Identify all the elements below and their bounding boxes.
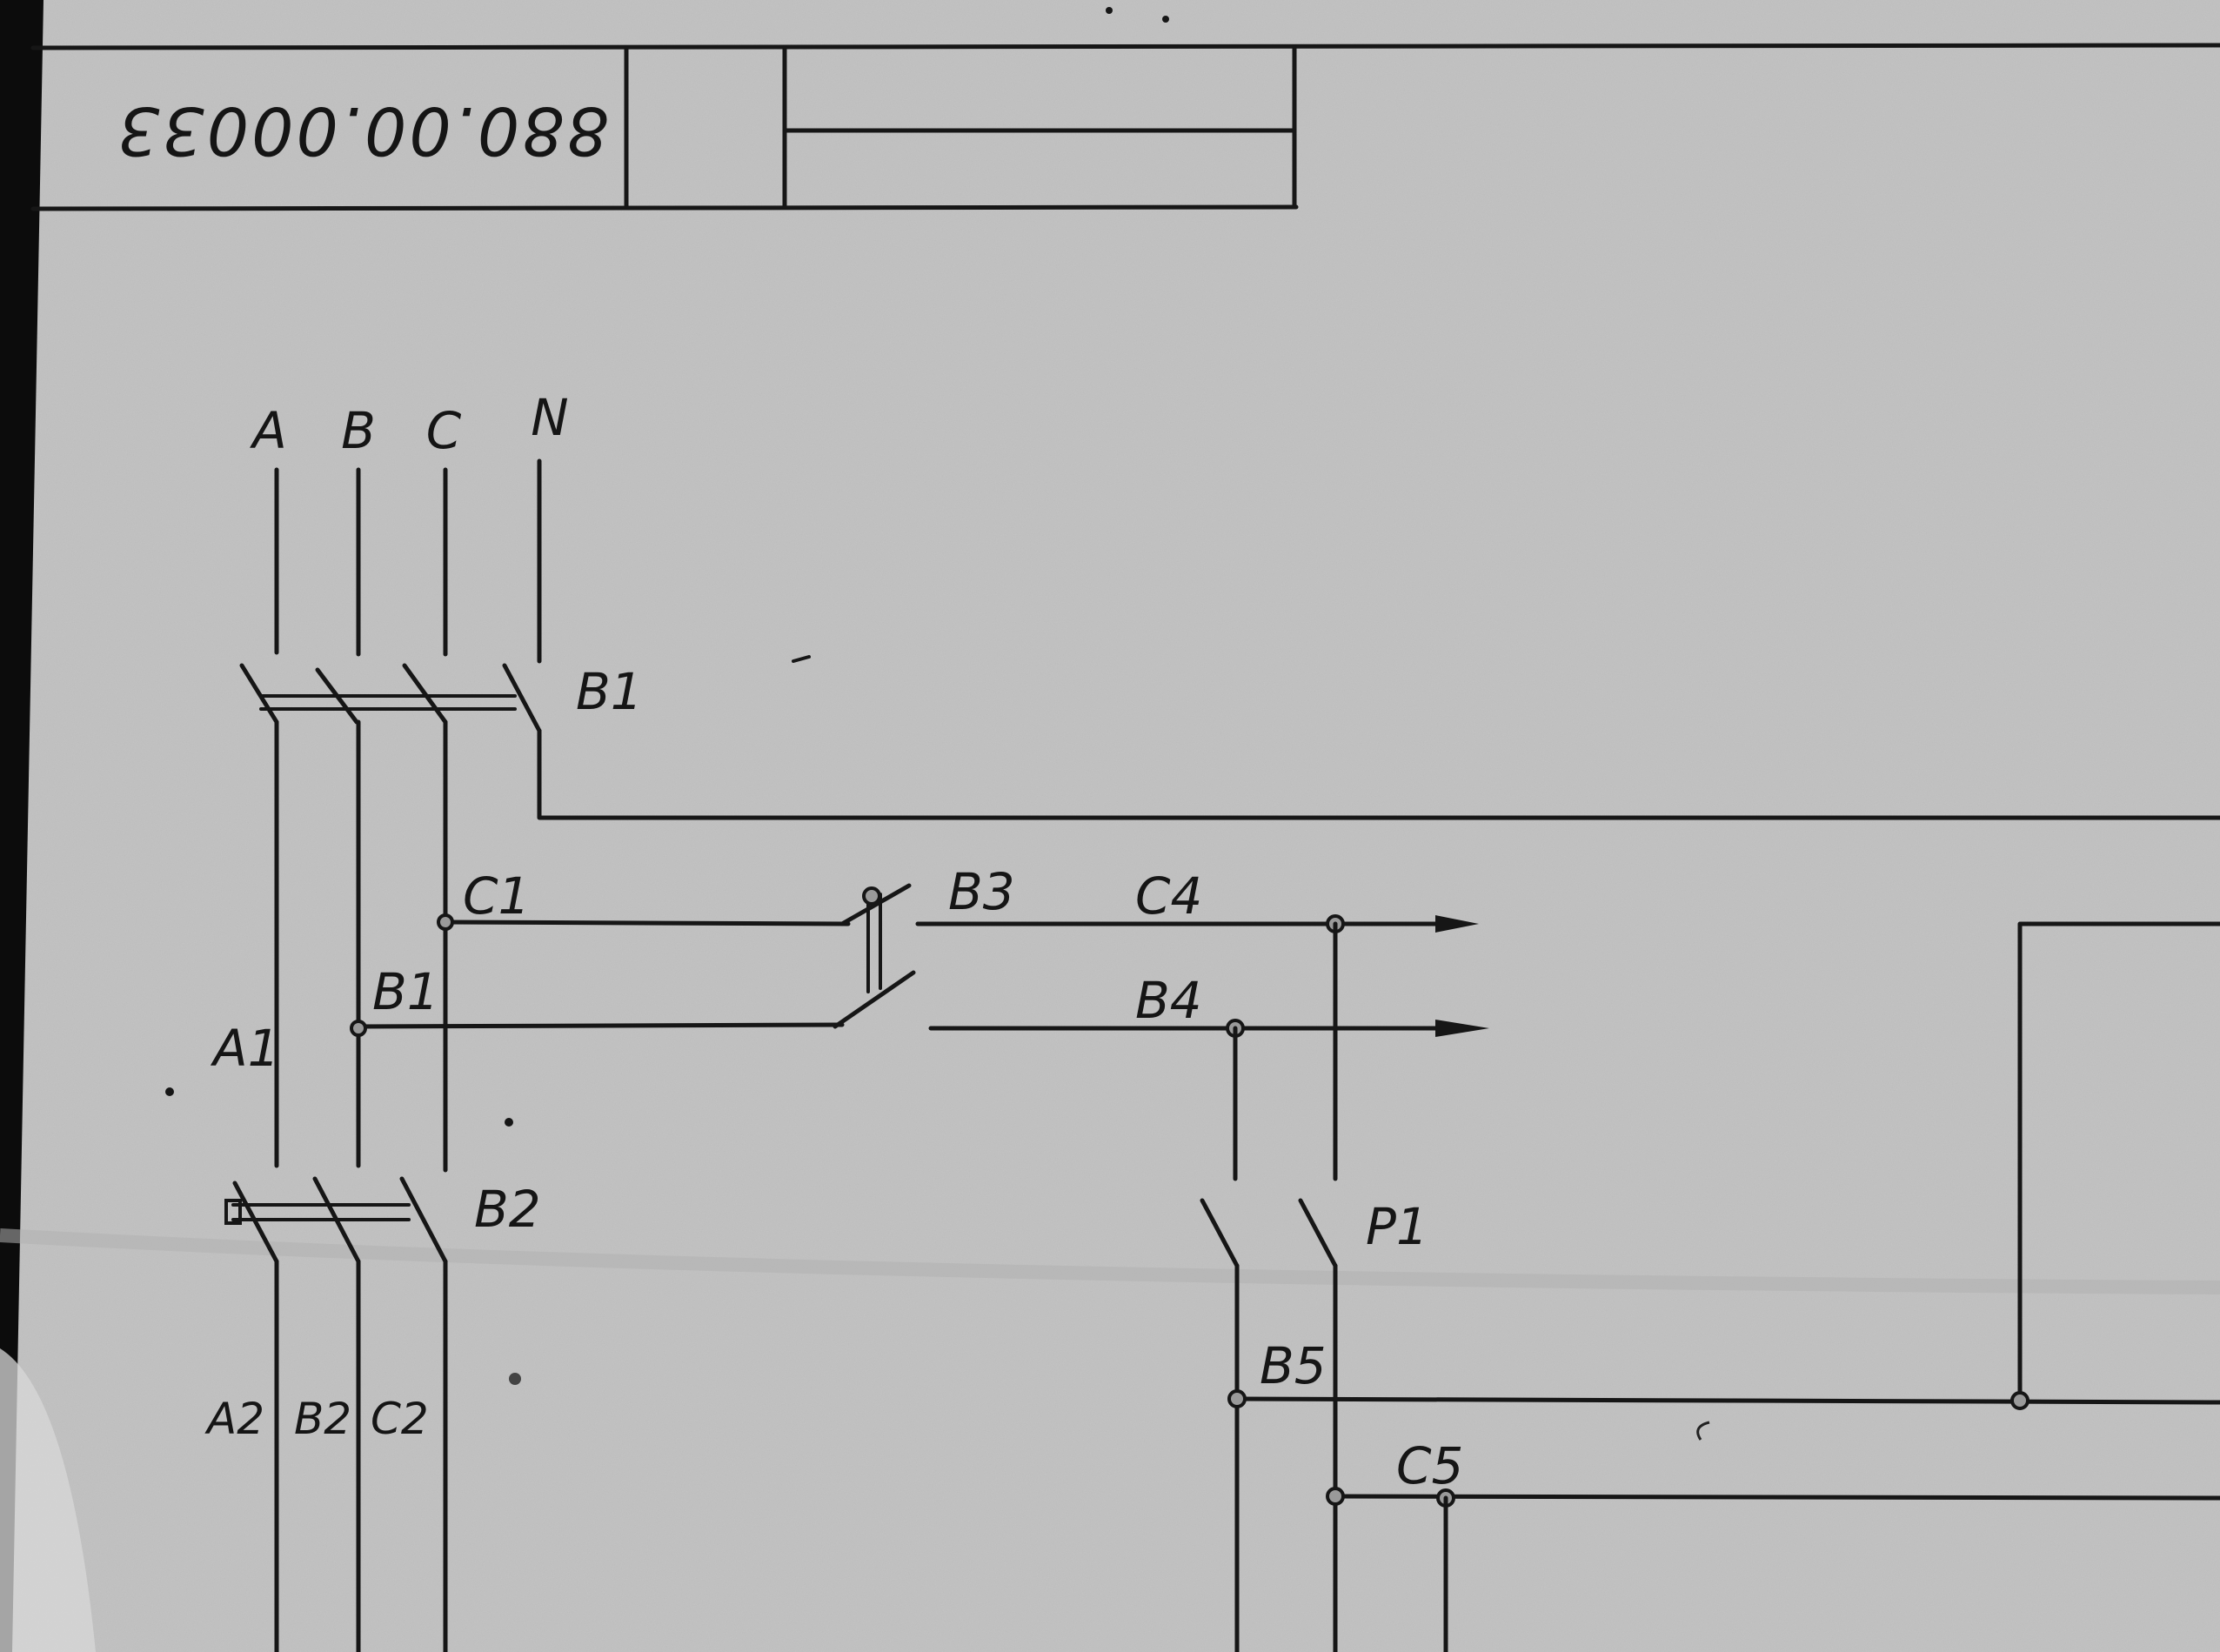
lower-buses: A2 B2 C2 bbox=[204, 1259, 448, 1652]
switch-b1-label: B1 bbox=[576, 662, 643, 721]
switch-b3: B3 bbox=[832, 862, 1015, 1029]
node-a1-label: A1 bbox=[210, 1019, 280, 1078]
stray-marks bbox=[165, 7, 1710, 1441]
switch-b2: B2 bbox=[224, 1176, 541, 1264]
node-a2-label: A2 bbox=[204, 1394, 264, 1444]
switch-b3-label: B3 bbox=[948, 862, 1015, 921]
tap-lines: C1 B1 A1 bbox=[210, 866, 851, 1078]
bus-label-a: A bbox=[249, 401, 287, 460]
node-b4-label: B4 bbox=[1135, 971, 1202, 1030]
node-b1-label: B1 bbox=[372, 962, 439, 1021]
arrow-b4 bbox=[1435, 1020, 1489, 1037]
outgoing-lines: C4 B4 bbox=[915, 866, 1489, 1181]
relay-p1-label: P1 bbox=[1366, 1197, 1428, 1256]
bus-label-c: C bbox=[426, 401, 462, 460]
arrow-c4 bbox=[1435, 915, 1479, 933]
switch-b2-label: B2 bbox=[474, 1180, 541, 1239]
node-b5-dot bbox=[1227, 1389, 1247, 1408]
node-c5-dot bbox=[1326, 1487, 1345, 1506]
title-block: 880.00.00033 bbox=[30, 43, 2220, 211]
incoming-lines bbox=[274, 458, 542, 664]
node-b1-dot bbox=[350, 1020, 367, 1037]
node-c1-label: C1 bbox=[463, 866, 530, 926]
node-c2-label: C2 bbox=[371, 1394, 429, 1444]
output-lines: B5 C5 bbox=[1227, 921, 2220, 1652]
node-b5-label: B5 bbox=[1260, 1336, 1327, 1395]
node-b2-label: B2 bbox=[294, 1394, 351, 1444]
relay-p1: P1 bbox=[1200, 1197, 1428, 1652]
bus-label-b: B bbox=[341, 401, 376, 460]
node-c5-label: C5 bbox=[1396, 1436, 1463, 1495]
node-c1-dot bbox=[437, 913, 454, 931]
drawing-code: 880.00.00033 bbox=[115, 92, 609, 170]
switch-b1: B1 bbox=[239, 662, 2220, 820]
node-c4-label: C4 bbox=[1135, 866, 1202, 926]
page-curl bbox=[0, 1348, 96, 1652]
paper-fold bbox=[0, 1228, 2220, 1294]
bus-label-n: N bbox=[531, 388, 568, 447]
